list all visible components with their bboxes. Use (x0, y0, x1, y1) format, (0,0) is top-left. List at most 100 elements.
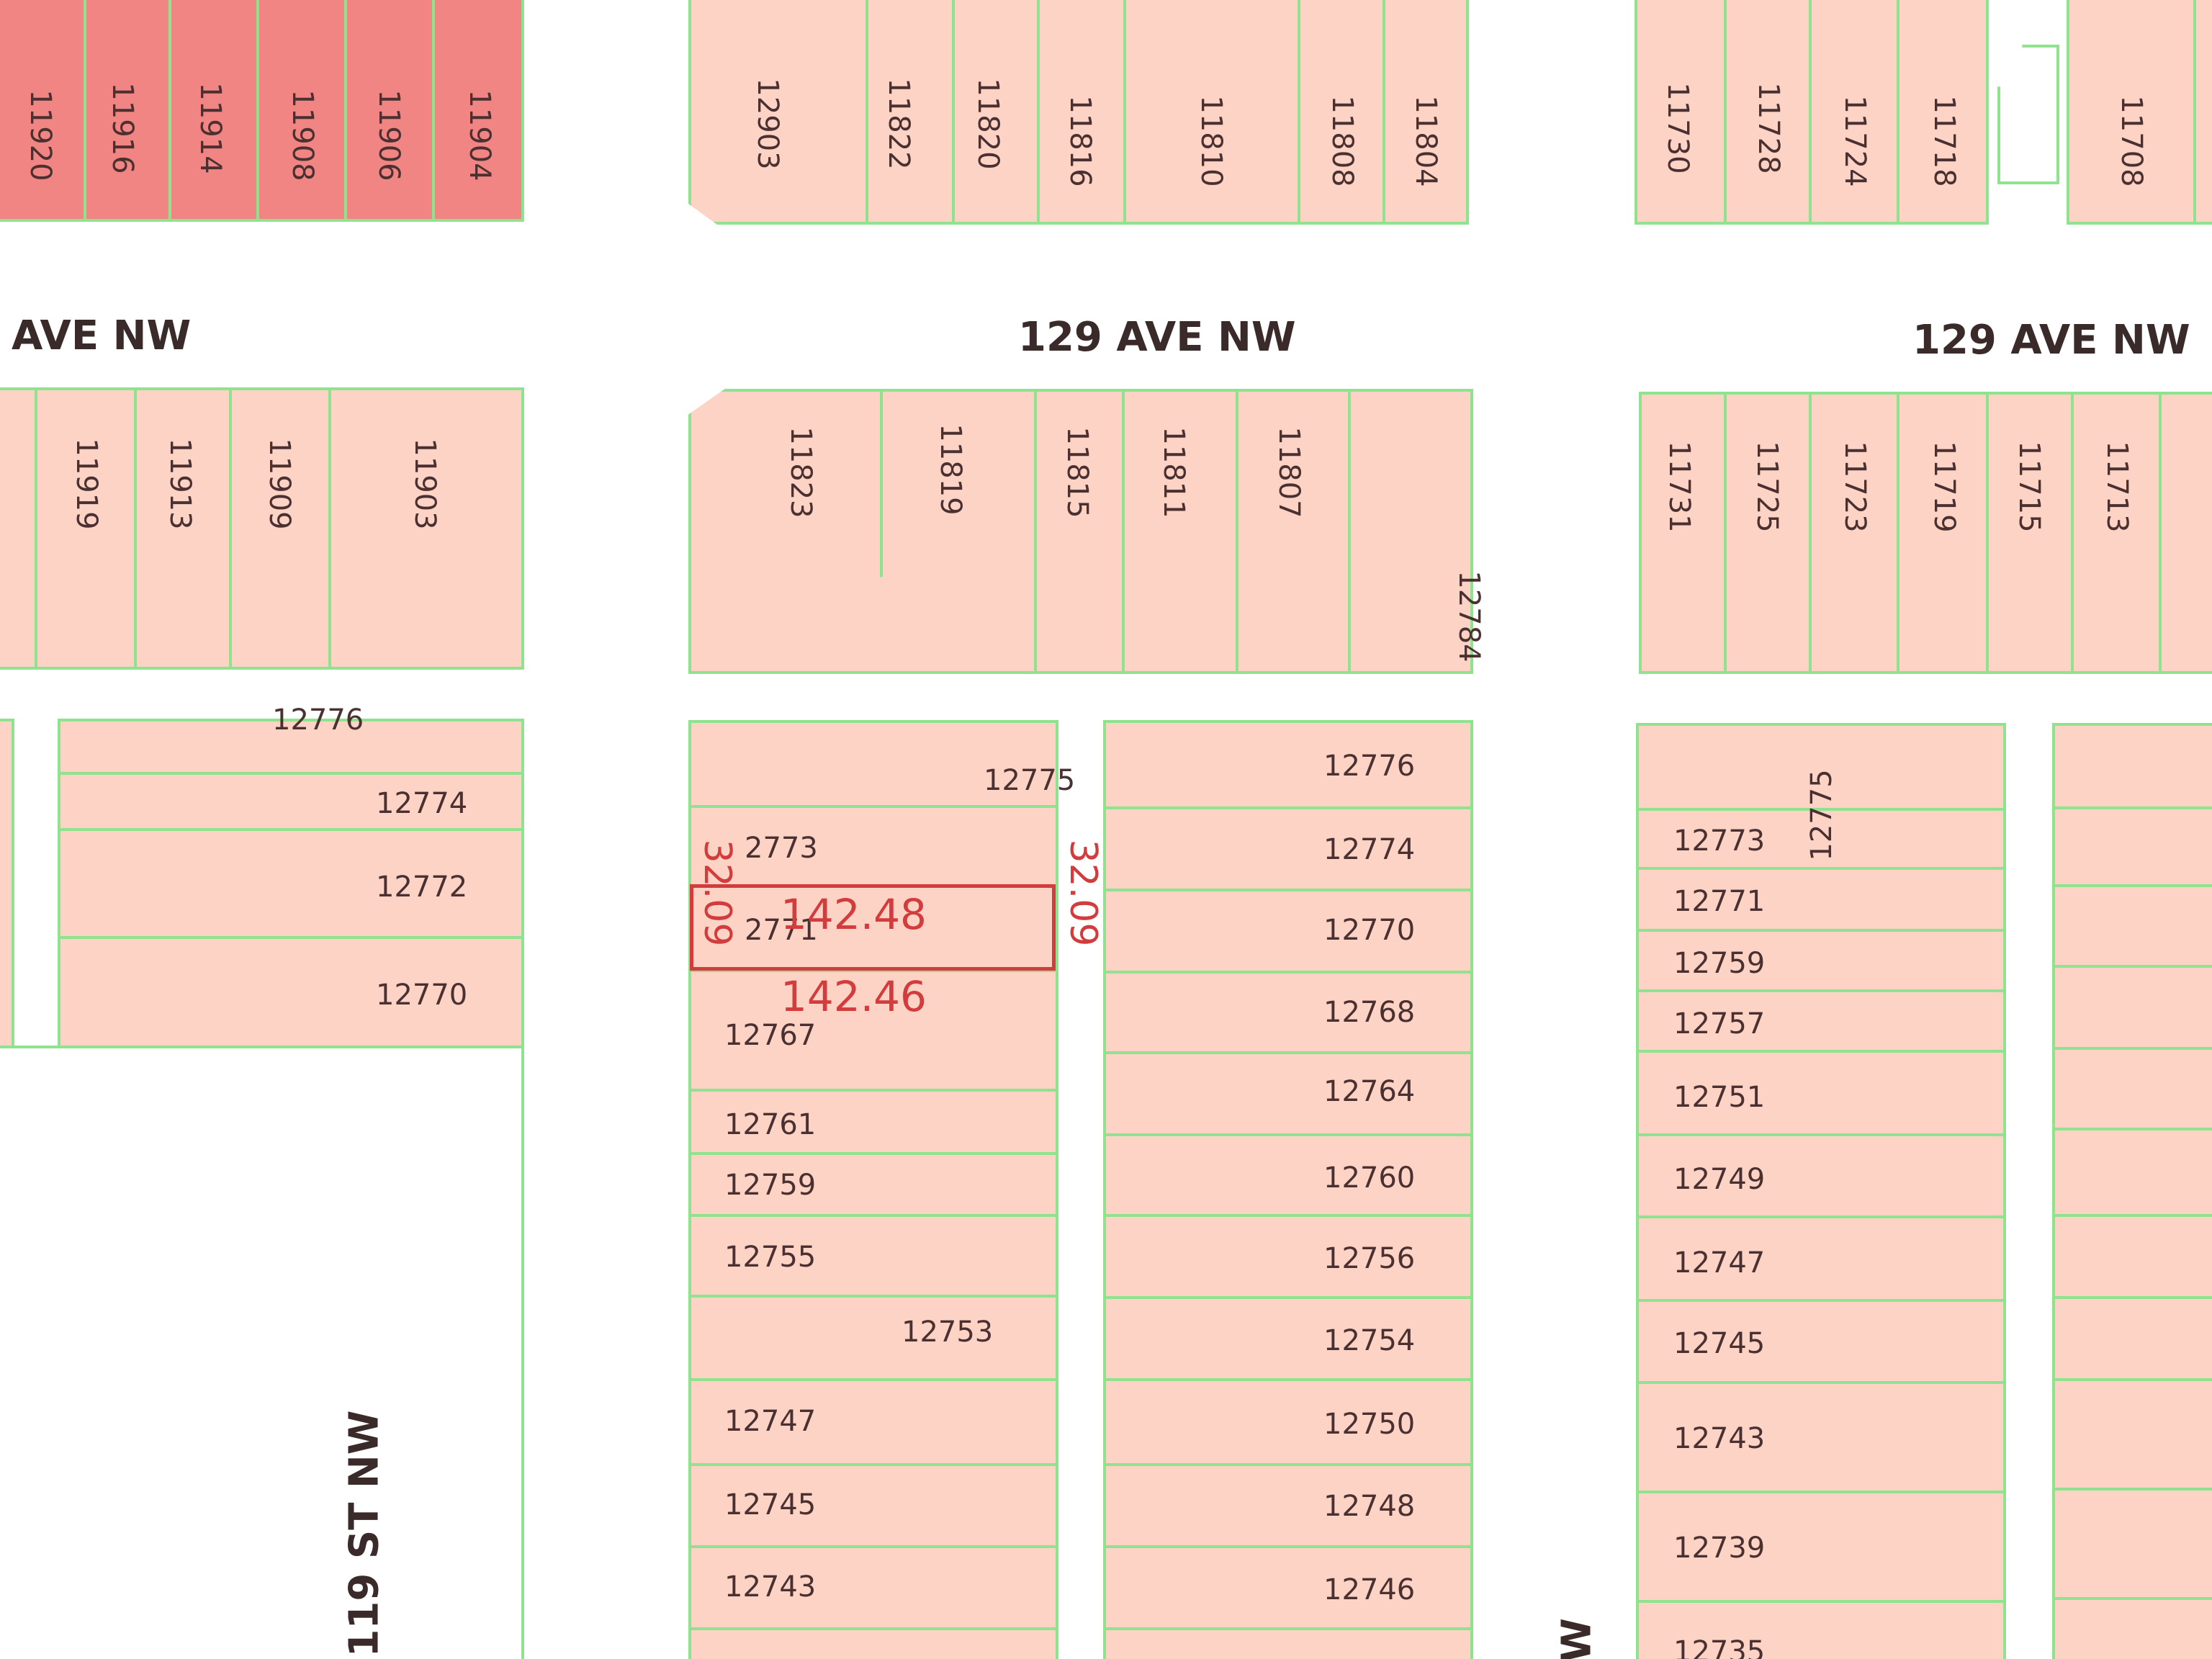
lot-number: 12746 (1323, 1573, 1416, 1606)
lot[interactable] (1724, 392, 1812, 674)
lot-number: 11724 (1838, 95, 1871, 187)
lot[interactable] (1897, 0, 1989, 225)
lot[interactable] (1103, 1051, 1473, 1136)
lot-number: 11822 (882, 78, 915, 170)
lot[interactable] (2067, 0, 2196, 225)
lot[interactable] (1103, 1463, 1473, 1548)
lot[interactable] (1103, 1214, 1473, 1299)
lot[interactable] (2193, 0, 2212, 225)
lot-number: 12770 (376, 979, 468, 1012)
lot[interactable] (2052, 806, 2212, 887)
lot[interactable] (2052, 1296, 2212, 1381)
lot[interactable] (1636, 1381, 2006, 1493)
selected-lot-highlight[interactable] (690, 884, 1056, 971)
lot[interactable] (688, 1089, 1058, 1155)
lot[interactable] (688, 389, 903, 674)
lot[interactable] (688, 1378, 1058, 1466)
lot[interactable] (35, 387, 137, 670)
lot[interactable] (1636, 1133, 2006, 1218)
lot-number: 12743 (724, 1570, 817, 1604)
lot-number: 11725 (1750, 441, 1784, 533)
lot[interactable] (168, 0, 259, 222)
lot-number: 12743 (1673, 1422, 1766, 1455)
lot[interactable] (229, 387, 331, 670)
lot-number: 11728 (1752, 82, 1785, 174)
lot[interactable] (1636, 1299, 2006, 1384)
lot-number: 12745 (724, 1488, 817, 1521)
lot[interactable] (880, 389, 1037, 674)
lot[interactable] (688, 1295, 1058, 1381)
lot[interactable] (2052, 1597, 2212, 1659)
lot[interactable] (1635, 0, 1727, 225)
lot[interactable] (1103, 1627, 1473, 1659)
lot[interactable] (1103, 1133, 1473, 1217)
lot[interactable] (1636, 1600, 2006, 1659)
lot-number: 11906 (372, 89, 405, 181)
lot-number: 12772 (376, 871, 468, 904)
lot-number: 12768 (1323, 996, 1416, 1029)
lot[interactable] (1636, 989, 2006, 1053)
lot-number: 11730 (1661, 82, 1694, 174)
lot[interactable] (1122, 389, 1238, 674)
lot[interactable] (1103, 806, 1473, 891)
lot[interactable] (2052, 723, 2212, 809)
lot[interactable] (1103, 1296, 1473, 1381)
lot-number: 12784 (1452, 570, 1485, 662)
lot-number: 11731 (1663, 441, 1696, 533)
lot[interactable] (2052, 1378, 2212, 1491)
lot[interactable] (2052, 884, 2212, 968)
lot[interactable] (58, 828, 524, 939)
lot[interactable] (1103, 889, 1473, 974)
lot[interactable] (688, 0, 868, 225)
lot[interactable] (2071, 392, 2162, 674)
lot[interactable] (432, 0, 524, 222)
lot-number: 11903 (408, 438, 441, 530)
lot[interactable] (1382, 0, 1469, 225)
lot[interactable] (688, 1627, 1058, 1659)
open-parcel[interactable] (0, 1046, 524, 1659)
lot[interactable] (134, 387, 232, 670)
lot[interactable] (2052, 1047, 2212, 1130)
lot-number: 12759 (724, 1169, 817, 1202)
street-label-129-ave-left: AVE NW (12, 313, 192, 359)
lot[interactable] (1809, 392, 1899, 674)
lot[interactable] (2159, 392, 2212, 674)
lot[interactable] (2052, 965, 2212, 1050)
lot-number: 11820 (971, 78, 1004, 170)
lot[interactable] (688, 969, 1058, 1092)
lot-number: 12903 (751, 78, 784, 170)
street-label-bottom: W (1553, 1618, 1601, 1659)
street-label-129-ave-center: 129 AVE NW (1018, 314, 1296, 361)
lot[interactable] (1103, 1378, 1473, 1466)
lot[interactable] (1103, 971, 1473, 1054)
lot-number: 11908 (286, 89, 319, 181)
lot[interactable] (1809, 0, 1899, 225)
lot[interactable] (2052, 1488, 2212, 1600)
lot[interactable] (0, 719, 14, 1048)
lot-number: 12755 (724, 1241, 817, 1274)
lot[interactable] (84, 0, 171, 222)
lot-number: 11807 (1272, 426, 1305, 518)
lot-number: 12753 (902, 1316, 994, 1349)
lot[interactable] (1348, 389, 1473, 674)
lot[interactable] (1897, 392, 1989, 674)
lot[interactable] (0, 387, 37, 670)
measurement-bottom: 142.46 (781, 972, 927, 1021)
lot[interactable] (1724, 0, 1812, 225)
lot[interactable] (1103, 1545, 1473, 1630)
lot[interactable] (2052, 1214, 2212, 1299)
lot[interactable] (1103, 720, 1473, 809)
lot[interactable] (328, 387, 524, 670)
lot[interactable] (2052, 1128, 2212, 1217)
lot[interactable] (688, 1152, 1058, 1217)
lot[interactable] (1236, 389, 1351, 674)
lot[interactable] (1986, 392, 2074, 674)
lot-number: 2773 (745, 832, 818, 865)
lot-number: 12771 (1673, 885, 1766, 918)
lot[interactable] (688, 720, 1058, 808)
lot[interactable] (58, 936, 524, 1048)
lot-number: 11916 (106, 82, 139, 174)
lot[interactable] (1639, 392, 1727, 674)
lot-number: 11718 (1928, 95, 1961, 187)
